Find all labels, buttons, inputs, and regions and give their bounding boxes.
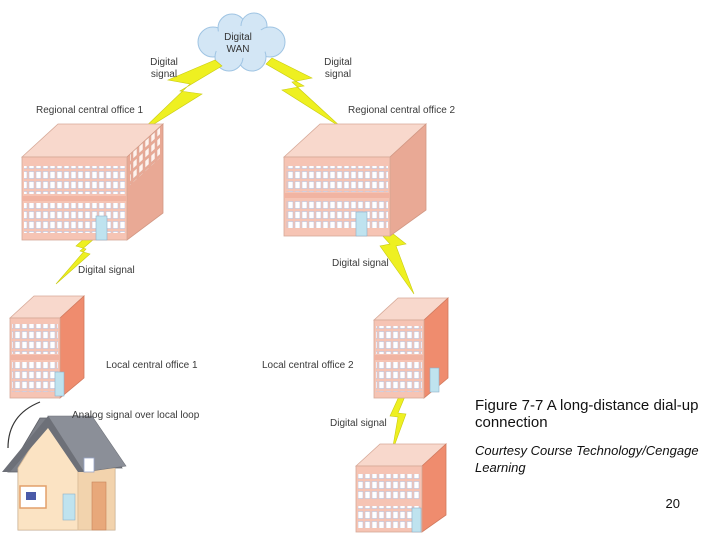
label-digital-signal-right-line1: Digital (324, 57, 352, 68)
figure-caption: Figure 7-7 A long-distance dial-up conne… (475, 397, 699, 431)
label-analog-signal: Analog signal over local loop (72, 410, 200, 421)
figure-credit: Courtesy Course Technology/Cengage Learn… (475, 443, 699, 475)
customer-house (2, 415, 127, 531)
local-office-2-building (372, 297, 450, 399)
analog-local-loop-line (7, 401, 41, 449)
local-office-1-building (8, 295, 86, 399)
page-number: 20 (665, 496, 680, 511)
label-local-office-2: Local central office 2 (262, 360, 354, 371)
label-digital-signal-mid-left: Digital signal (78, 265, 135, 276)
label-regional-office-1: Regional central office 1 (36, 105, 144, 116)
regional-office-2-building (282, 123, 428, 237)
remote-building (354, 443, 448, 533)
cloud-label-line2: WAN (227, 44, 250, 55)
label-digital-signal-mid-right: Digital signal (332, 258, 389, 269)
lightning-bolts (55, 57, 415, 453)
label-digital-signal-right-line2: signal (325, 69, 351, 80)
regional-office-1-building (20, 123, 165, 241)
cloud-label-line1: Digital (224, 32, 252, 43)
label-digital-signal-left-line2: signal (151, 69, 177, 80)
lightning-wan-left (137, 59, 223, 135)
label-regional-office-2: Regional central office 2 (348, 105, 456, 116)
lightning-wan-right (265, 57, 343, 129)
wan-cloud: Digital WAN (197, 12, 286, 72)
label-local-office-1: Local central office 1 (106, 360, 198, 371)
lightning-local2-bottom (389, 391, 407, 453)
label-digital-signal-left-line1: Digital (150, 57, 178, 68)
label-digital-signal-bottom: Digital signal (330, 418, 387, 429)
